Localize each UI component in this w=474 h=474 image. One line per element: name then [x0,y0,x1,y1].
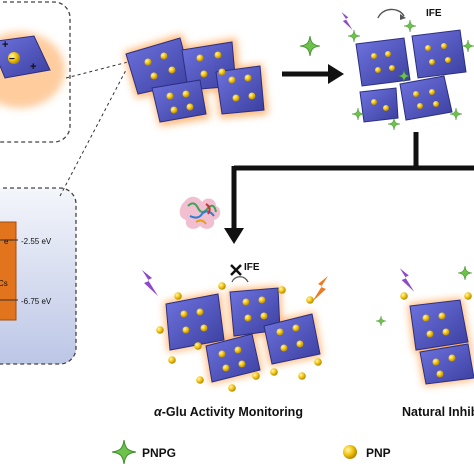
star-icon [458,266,472,280]
star-icon [388,118,400,130]
inset-top-left: + + − [0,1,71,143]
pnp-dot [464,292,472,300]
star-icon [348,30,360,42]
nanosheet [215,65,265,115]
plus-sign: + [30,61,36,73]
star-icon [112,440,136,464]
gold-nanoparticles [144,51,256,114]
nanosheet [399,75,453,121]
nanosheet [409,299,469,351]
gold-nanoparticles [180,296,304,372]
caption-activity-monitoring: α-Glu Activity Monitoring [154,405,303,419]
star-icon [462,40,474,52]
vb-energy-label: -6.75 eV [21,297,52,306]
legend: PNPG PNP [112,440,391,464]
ife-arc [231,276,249,283]
lightning-icon [312,276,328,302]
star-icon [404,20,416,32]
nanosheet [359,87,399,123]
enzyme-icon [179,196,221,229]
minus-sign: − [9,54,15,65]
nanosheet [355,37,411,87]
branch-arrows [231,132,474,230]
lightning-icon [399,268,415,292]
pnp-dots [156,282,322,392]
nanosheet [411,29,467,79]
caption-natural-inhibitor: Natural Inhibitor [402,405,474,419]
electron-label: e⁻ [4,237,13,246]
lightning-icon [341,12,353,30]
nanosheet [0,35,51,79]
inset-band-diagram: e⁻ Cs -2.55 eV -6.75 eV [0,187,77,365]
nanosheet-cluster-top-right: IFE [341,8,474,130]
gold-nanoparticles [422,312,456,378]
nanosheet [205,333,261,383]
ife-blocked-label: IFE [244,262,260,273]
nanosheet [263,313,321,365]
nanosheet [165,293,225,351]
legend-pnp-label: PNP [366,446,391,460]
band-label: Cs [0,279,8,288]
gold-nanoparticles [371,43,451,111]
nanosheet [419,343,474,385]
nanosheet-cluster-top [124,34,268,126]
connector-line [65,61,129,79]
cb-energy-label: -2.55 eV [21,237,52,246]
lightning-icon [142,270,158,296]
star-icon [376,316,386,326]
nanosheet [151,79,207,123]
arrow-icon [282,64,344,84]
plus-sign: + [2,39,8,51]
scene-activity-monitoring: IFE [142,262,328,392]
star-icon [300,36,320,56]
pnp-dot [400,292,408,300]
inset-border [0,187,77,365]
dot-icon [343,445,357,459]
band-block [0,221,17,321]
cross-icon [230,264,242,276]
ife-arc [377,8,405,19]
gold-nanoparticle [8,52,20,64]
legend-pnpg-label: PNPG [142,446,176,460]
scene-natural-inhibitor [376,266,474,386]
ife-label: IFE [426,8,442,19]
arrow-icon [224,228,244,244]
